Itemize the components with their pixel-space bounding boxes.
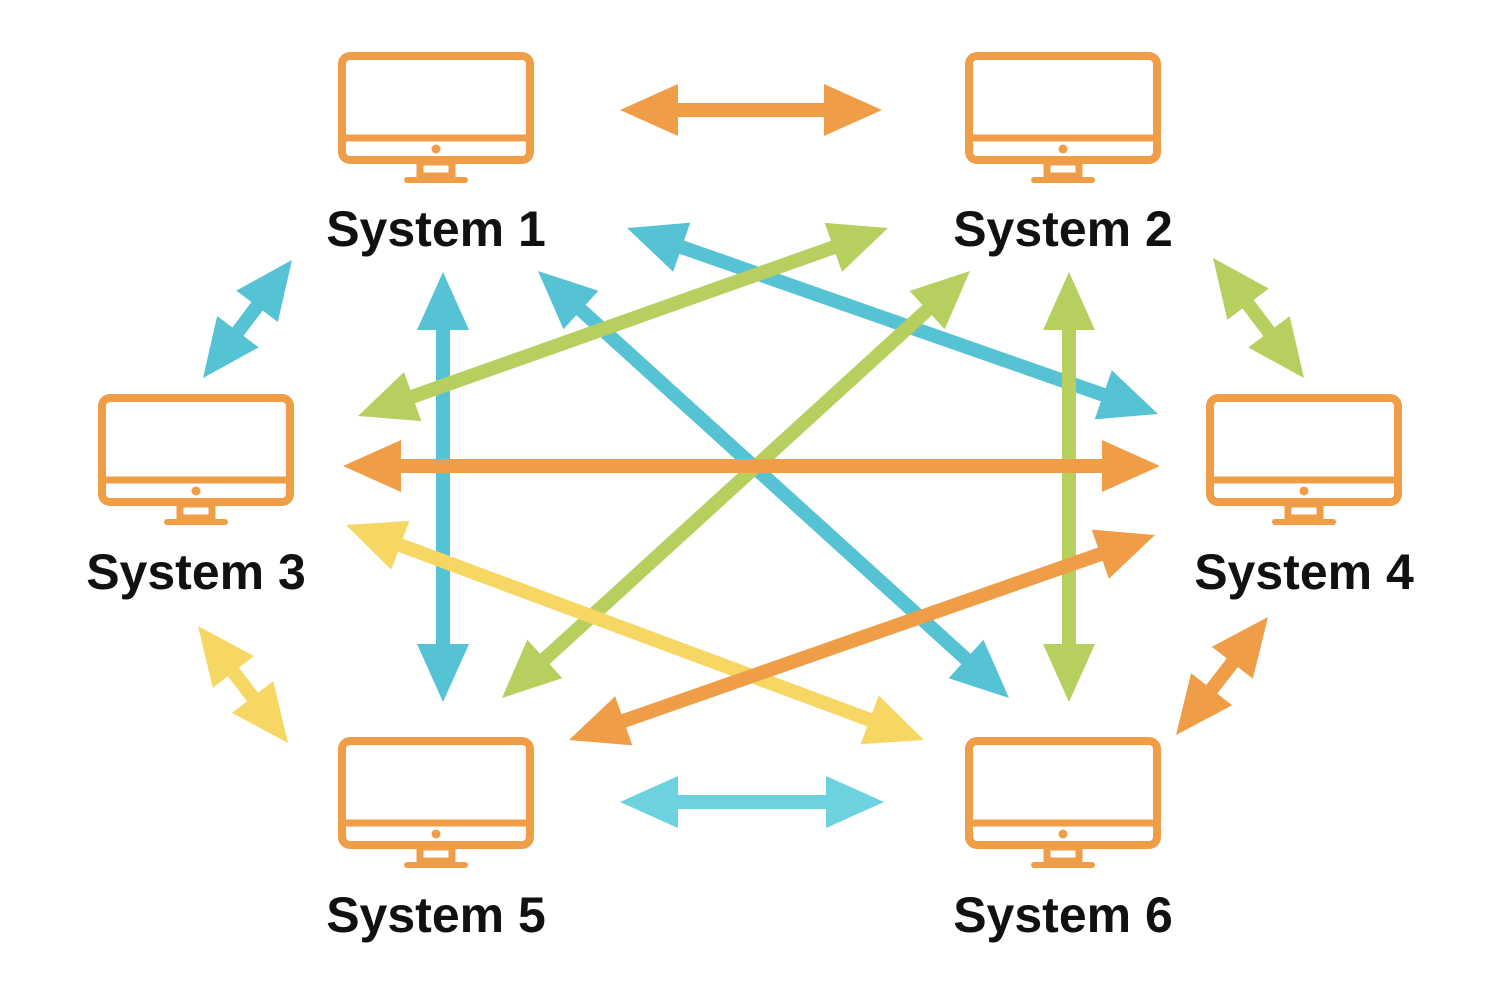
system-node-s3: System 3 <box>86 394 306 600</box>
arrowhead-start <box>343 440 401 492</box>
arrow-shaft <box>675 239 1110 403</box>
arrowhead-end <box>1094 370 1158 420</box>
arrowhead-start <box>236 260 292 322</box>
arrowhead-start <box>620 84 678 136</box>
connection-arrow-s3-s6 <box>346 520 924 745</box>
nodes-layer: System 1 System 2 System 3 System 4 System 5… <box>86 52 1414 943</box>
connection-arrow-s4-s6 <box>1176 617 1268 735</box>
arrowhead-end <box>1248 316 1304 378</box>
arrowhead-start <box>417 272 469 330</box>
system-node-s4: System 4 <box>1194 394 1414 600</box>
arrow-shaft <box>617 546 1107 729</box>
connection-arrow-s2-s4 <box>1213 258 1304 378</box>
arrowhead-end <box>203 316 259 378</box>
arrow-shaft <box>225 664 261 705</box>
monitor-icon <box>338 52 534 183</box>
arrowhead-end <box>860 695 924 745</box>
arrowhead-end <box>826 776 884 828</box>
arrow-shaft <box>537 302 935 667</box>
arrow-shaft <box>394 537 876 728</box>
arrowhead-start <box>1091 529 1155 579</box>
connection-arrow-s5-s6 <box>620 776 884 828</box>
system-node-s2: System 2 <box>953 52 1173 257</box>
arrowhead-end <box>417 644 469 702</box>
arrowhead-end <box>232 681 288 743</box>
system-label: System 3 <box>86 544 306 600</box>
connection-arrow-s1-s2 <box>620 84 882 136</box>
connection-arrow-s1-s6 <box>538 271 1009 698</box>
arrowhead-start <box>538 271 599 330</box>
arrowhead-start <box>909 271 970 330</box>
arrow-shaft <box>1203 655 1241 697</box>
system-label: System 2 <box>953 201 1173 257</box>
connection-arrow-s1-s5 <box>417 272 469 702</box>
monitor-icon <box>338 737 534 868</box>
monitor-icon <box>98 394 294 525</box>
arrowhead-end <box>358 372 422 422</box>
arrowhead-start <box>1213 258 1269 320</box>
arrow-shaft <box>406 239 840 405</box>
connection-arrow-s3-s5 <box>198 626 288 743</box>
system-node-s6: System 6 <box>953 737 1173 943</box>
arrow-shaft <box>1240 296 1277 340</box>
arrowhead-start <box>198 626 254 688</box>
connections-layer <box>198 84 1304 828</box>
arrowhead-end <box>1102 440 1160 492</box>
monitor-icon <box>1206 394 1402 525</box>
arrow-shaft <box>229 298 266 340</box>
arrowhead-end <box>948 639 1009 698</box>
arrow-shaft <box>573 302 974 667</box>
connection-arrow-s4-s5 <box>569 529 1155 746</box>
connection-arrow-s3-s4 <box>343 440 1160 492</box>
arrowhead-end <box>1176 673 1233 735</box>
arrowhead-end <box>569 696 633 746</box>
connection-arrow-s2-s6 <box>1043 272 1095 702</box>
system-label: System 5 <box>326 887 546 943</box>
system-label: System 6 <box>953 887 1173 943</box>
monitor-icon <box>965 737 1161 868</box>
system-label: System 1 <box>326 201 546 257</box>
arrowhead-end <box>824 84 882 136</box>
arrowhead-start <box>824 222 888 272</box>
monitor-icon <box>965 52 1161 183</box>
arrowhead-end <box>1043 644 1095 702</box>
arrowhead-start <box>1211 617 1268 679</box>
arrowhead-start <box>627 222 691 272</box>
connection-arrow-s2-s3 <box>358 222 888 422</box>
arrowhead-start <box>1043 272 1095 330</box>
system-node-s5: System 5 <box>326 737 546 943</box>
connection-arrow-s1-s3 <box>203 260 292 378</box>
system-node-s1: System 1 <box>326 52 546 257</box>
system-label: System 4 <box>1194 544 1414 600</box>
connection-arrow-s2-s5 <box>502 271 970 698</box>
arrowhead-start <box>620 776 678 828</box>
arrowhead-end <box>502 639 563 698</box>
arrowhead-start <box>346 520 410 570</box>
